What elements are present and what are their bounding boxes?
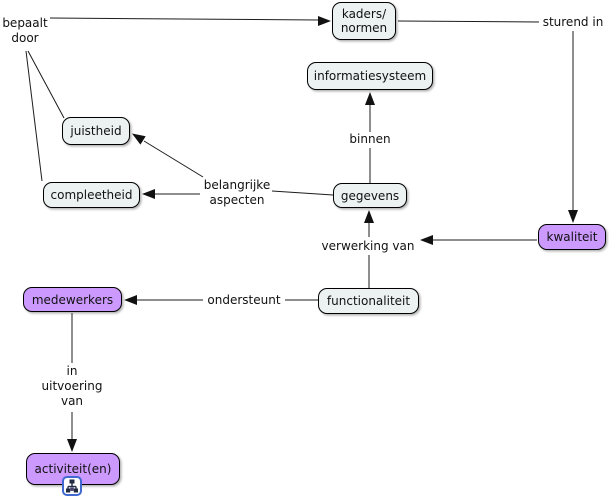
arrowhead-into-activiteit — [67, 439, 77, 452]
edge-door-to-juistheid — [27, 50, 65, 119]
node-juistheid[interactable]: juistheid — [62, 117, 130, 145]
node-label-line: juistheid — [70, 124, 122, 138]
link-label-bepaalt-door[interactable]: bepaalt door — [2, 16, 48, 45]
link-label-sturend-in[interactable]: sturend in — [542, 15, 604, 29]
link-label-binnen[interactable]: binnen — [349, 132, 391, 146]
link-label-ondersteunt[interactable]: ondersteunt — [207, 293, 281, 307]
arrowhead-into-juistheid — [132, 133, 146, 145]
node-informatiesysteem[interactable]: informatiesysteem — [307, 62, 433, 90]
node-label-line: normen — [340, 21, 388, 35]
arrowhead-into-medewerkers — [124, 295, 137, 305]
arrowhead-into-informatiesysteem — [365, 92, 375, 105]
node-gegevens[interactable]: gegevens — [333, 183, 407, 208]
node-functionaliteit[interactable]: functionaliteit — [318, 288, 419, 314]
link-label-in-uitvoering-van[interactable]: in uitvoering van — [41, 364, 103, 408]
edge-aspecten-to-juistheid — [143, 140, 204, 178]
node-label-line: kaders/ — [341, 7, 387, 21]
node-label-line: compleetheid — [50, 188, 133, 202]
arrowhead-into-gegevens — [364, 210, 374, 223]
node-label-line: gegevens — [340, 188, 400, 203]
arrowhead-at-verwerking — [420, 235, 433, 245]
node-label-line: kwaliteit — [546, 230, 598, 244]
edge-gegevens-to-aspecten — [271, 190, 334, 196]
node-kwaliteit[interactable]: kwaliteit — [538, 224, 606, 250]
edge-door-to-compleetheid — [25, 50, 43, 182]
node-label-line: informatiesysteem — [313, 69, 427, 83]
edge-kaders-to-sturend — [397, 20, 540, 23]
arrowhead-into-kaders — [318, 16, 331, 26]
link-label-belangrijke-aspecten[interactable]: belangrijke aspecten — [203, 178, 271, 207]
node-compleetheid[interactable]: compleetheid — [43, 182, 140, 208]
submap-icon[interactable] — [62, 476, 82, 496]
node-medewerkers[interactable]: medewerkers — [23, 287, 122, 312]
edge-bepaalt-to-kaders — [49, 17, 319, 21]
node-kaders-normen[interactable]: kaders/ normen — [332, 2, 396, 40]
arrowhead-into-compleetheid — [142, 189, 155, 199]
node-label-line: activiteit(en) — [34, 462, 112, 476]
arrowhead-into-kwaliteit — [568, 210, 578, 223]
link-label-verwerking-van[interactable]: verwerking van — [321, 239, 415, 253]
node-label-line: functionaliteit — [326, 294, 411, 308]
node-label-line: medewerkers — [31, 292, 114, 307]
